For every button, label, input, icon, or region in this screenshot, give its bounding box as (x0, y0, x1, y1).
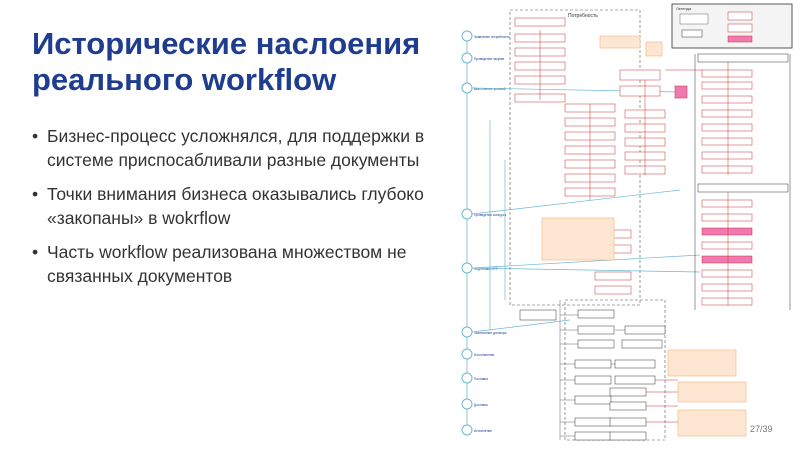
stage-labels: Заявление потребности Проведение закупки… (474, 35, 510, 433)
bullet-item: • Бизнес-процесс усложнялся, для поддержк… (32, 124, 452, 172)
stage-label: Выполнение условий (474, 87, 506, 91)
stage-node (461, 52, 473, 64)
stage-label: Доставка (474, 403, 488, 407)
bullet-item: • Точки внимания бизнеса оказывались глуб… (32, 182, 452, 230)
bullet-list: • Бизнес-процесс усложнялся, для поддержк… (32, 124, 452, 298)
stage-node (461, 348, 473, 360)
grey-connectors (559, 300, 625, 440)
legend-box: Легенда (671, 3, 793, 49)
bullet-dot: • (32, 126, 39, 146)
stage-label: Исполнение (474, 429, 492, 433)
slide-title-line-1: Исторические наслоения (32, 26, 421, 61)
stage-node (461, 326, 473, 338)
bullet-dot: • (32, 184, 39, 204)
stage-node (461, 30, 473, 42)
bullet-text: Часть workflow реализована множеством не… (47, 242, 407, 286)
stage-node (461, 372, 473, 384)
stage-label: Изготовление (474, 353, 495, 357)
workflow-boxes-bottom (519, 309, 666, 441)
diagram-header-label: Потребность (568, 13, 598, 19)
slide-title: Исторические наслоения реального workflo… (32, 26, 452, 98)
bullet-text: Бизнес-процесс усложнялся, для поддержки… (47, 126, 425, 170)
stage-node (461, 262, 473, 274)
workflow-boxes-column-3 (619, 69, 666, 175)
workflow-boxes-right (674, 53, 789, 306)
legend-title: Легенда (676, 6, 692, 11)
page-number: 27/39 (750, 424, 773, 434)
workflow-diagram: Потребность Легенда Заявление потребност… (461, 3, 793, 441)
bullet-text: Точки внимания бизнеса оказывались глубо… (47, 184, 424, 228)
stage-label: Поставка (474, 377, 488, 381)
stage-label: Подготовка НТР (474, 267, 498, 271)
bullet-dot: • (32, 242, 39, 262)
stage-node (461, 82, 473, 94)
workflow-boxes-column-2 (564, 103, 632, 295)
slide-title-line-2: реального workflow (32, 62, 337, 97)
note-boxes (541, 35, 747, 437)
flow-lines (471, 87, 701, 333)
stage-node (461, 424, 473, 436)
stage-node (461, 208, 473, 220)
stage-label: Заключение договора (474, 331, 507, 335)
stage-node (461, 398, 473, 410)
red-connectors (539, 30, 729, 423)
stage-column (461, 30, 473, 436)
stage-label: Проведение закупки (474, 57, 504, 61)
stage-label: Заявление потребности (474, 35, 510, 39)
bullet-item: • Часть workflow реализована множеством н… (32, 240, 452, 288)
